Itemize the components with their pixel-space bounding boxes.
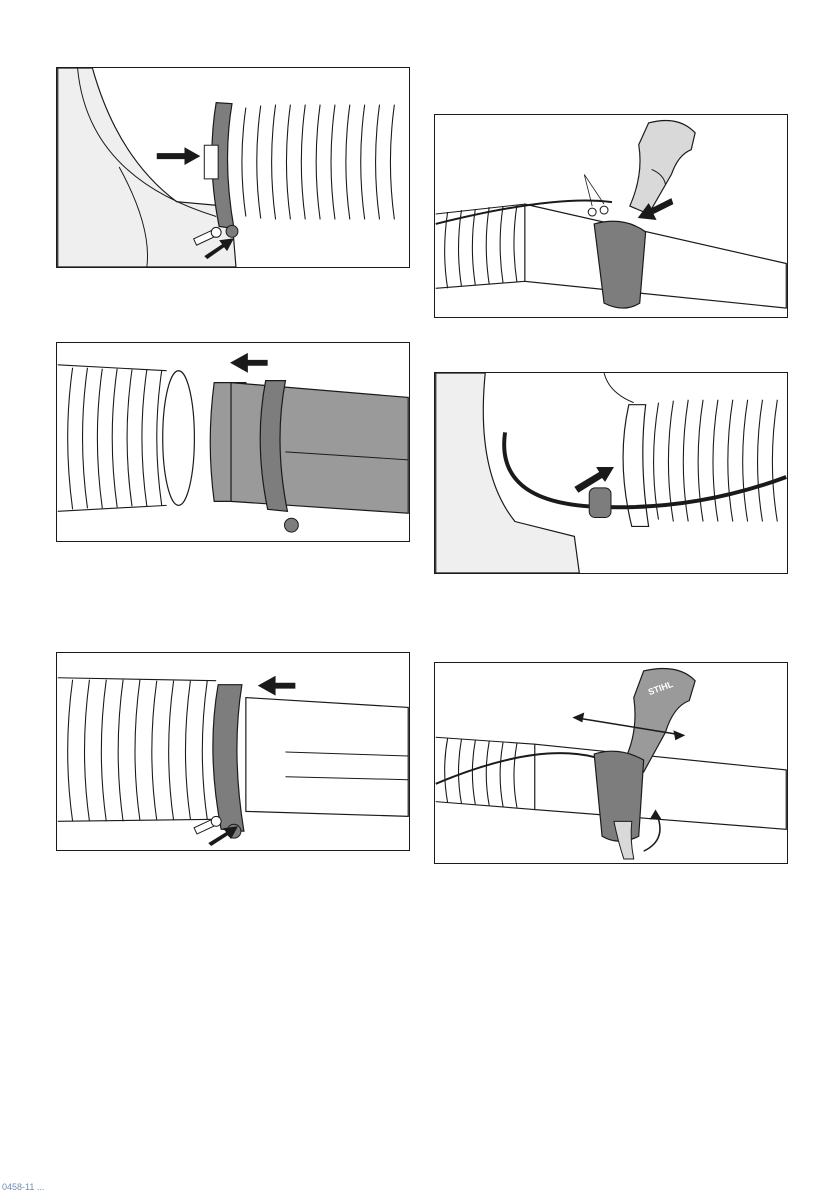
- figure-hose-ring-screw: [56, 652, 410, 851]
- clamp-screw-boss: [284, 518, 298, 532]
- arrow-push-clamp: [157, 147, 201, 165]
- handle-clamp: [594, 221, 645, 308]
- arrow-pull-hose: [230, 353, 268, 373]
- page-footer: 0458-11 ...: [0, 1182, 44, 1192]
- hose-opening: [163, 371, 195, 506]
- illustration-hose-remove: [57, 343, 409, 541]
- control-handle: [630, 120, 695, 214]
- illustration-hose-clamp: [57, 68, 409, 267]
- illustration-cable-grommet: [435, 373, 787, 573]
- slide-arrow-right: [673, 730, 685, 740]
- blow-tube: [231, 383, 408, 514]
- blow-tube: [535, 744, 786, 829]
- illustration-handle-screws: [435, 115, 787, 317]
- clamp-screw-boss: [226, 225, 238, 237]
- figure-handle-screws: [434, 114, 788, 318]
- housing-edge: [604, 373, 634, 403]
- screw-2: [600, 206, 608, 214]
- arrow-slide-ring: [258, 676, 296, 696]
- slide-arrow-left: [572, 713, 584, 723]
- blower-housing: [436, 373, 580, 573]
- figure-cable-grommet: [434, 372, 788, 574]
- illustration-handle-adjust: STIHL: [435, 663, 787, 863]
- clamp-latch: [204, 145, 218, 179]
- figure-handle-adjust: STIHL: [434, 662, 788, 864]
- screw-1: [588, 208, 596, 216]
- illustration-hose-ring: [57, 653, 409, 850]
- figure-hose-remove: [56, 342, 410, 542]
- hose-body: [231, 103, 408, 222]
- hose-ribs: [58, 365, 167, 512]
- hose-ring: [213, 685, 244, 832]
- hose-ribs: [58, 678, 216, 822]
- hose-ribs: [436, 737, 535, 809]
- figure-hose-clamp-screw: [56, 67, 410, 268]
- blow-tube: [246, 698, 408, 817]
- cable-grommet: [589, 488, 611, 518]
- hose-ribs: [436, 204, 525, 288]
